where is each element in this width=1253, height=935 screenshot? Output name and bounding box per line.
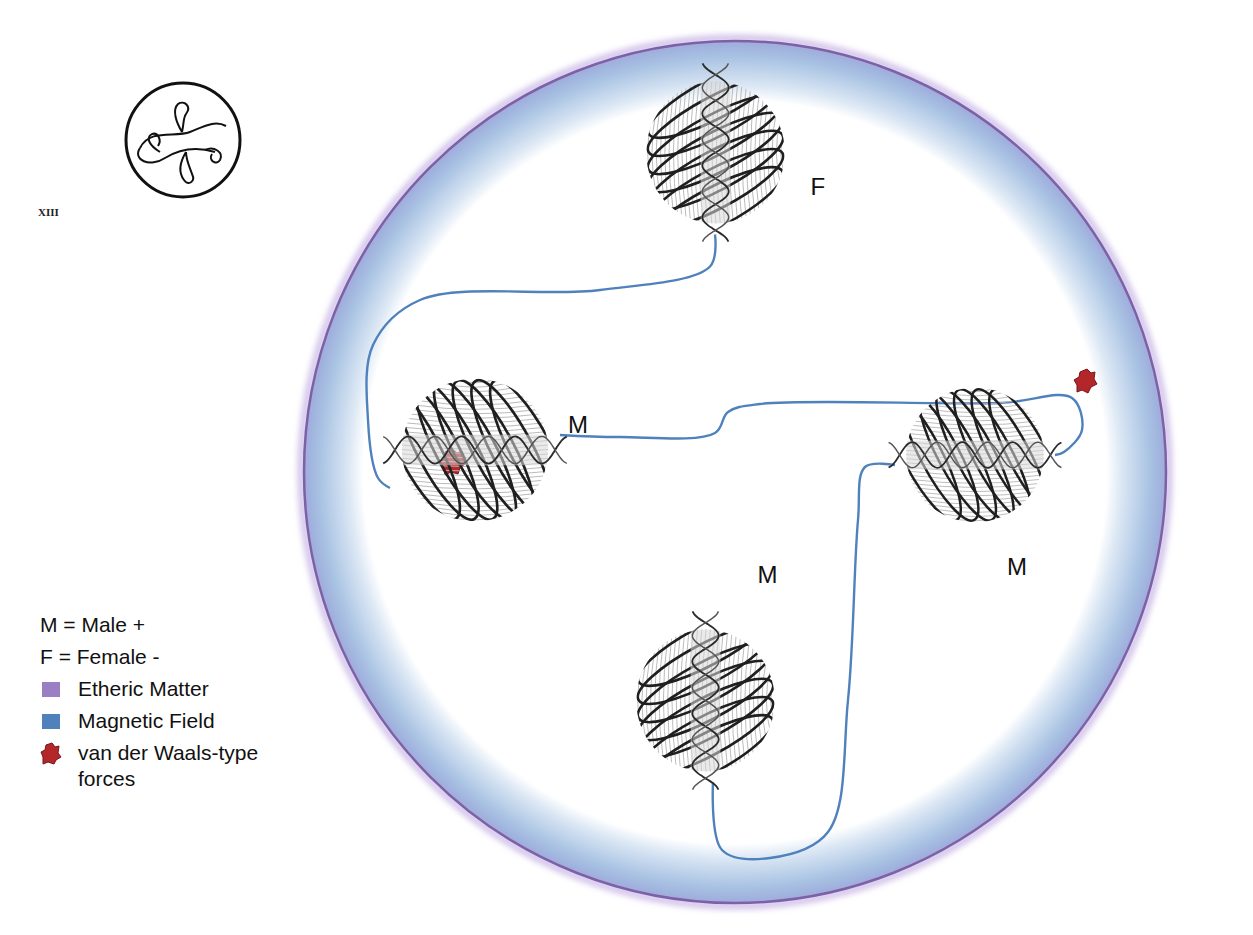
legend-sample (40, 676, 62, 702)
coil-ball (895, 375, 1055, 535)
charge-letter: M (758, 563, 778, 587)
legend-text: M = Male + (40, 612, 145, 638)
atom-node: M (895, 375, 1055, 535)
atom-node: F (633, 70, 798, 235)
legend: M = Male + F = Female - Etheric MatterMagn… (40, 612, 300, 798)
field-line (713, 464, 895, 859)
legend-sample (40, 708, 62, 734)
atom-node: M (390, 365, 560, 535)
legend-text: van der Waals-type forces (78, 740, 268, 792)
figure-number: XIII (38, 206, 59, 218)
legend-row: M = Male + (40, 612, 300, 638)
inset-sketch (126, 83, 240, 197)
coil-ball (623, 618, 788, 783)
etheric-sphere (304, 41, 1166, 903)
charge-letter: F (811, 175, 826, 199)
legend-row: F = Female - (40, 644, 300, 670)
legend-text: Magnetic Field (78, 708, 215, 734)
atom-node: M (623, 618, 788, 783)
etheric-glow (301, 38, 1169, 906)
field-line (366, 235, 715, 489)
legend-row: Magnetic Field (40, 708, 300, 734)
legend-text: Etheric Matter (78, 676, 209, 702)
coil-ball (633, 70, 798, 235)
legend-blob (40, 740, 62, 766)
legend-swatch (42, 714, 60, 729)
legend-swatch (42, 682, 60, 697)
charge-letter: M (568, 413, 588, 437)
coil-ball (390, 365, 560, 535)
legend-row: van der Waals-type forces (40, 740, 300, 792)
legend-row: Etheric Matter (40, 676, 300, 702)
legend-sample (40, 740, 62, 766)
van-der-waals-mark (1074, 369, 1097, 393)
legend-text: F = Female - (40, 644, 160, 670)
charge-letter: M (1007, 555, 1027, 579)
